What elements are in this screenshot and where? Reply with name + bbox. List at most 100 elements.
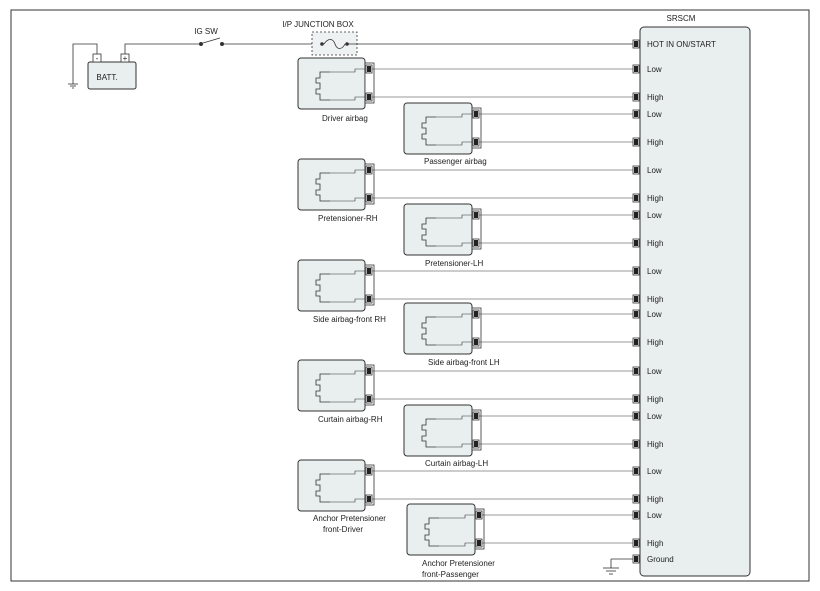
- srscm-pin-label-high: High: [647, 138, 663, 147]
- side-airbag-front-rh-caption: Side airbag-front RH: [313, 315, 386, 324]
- battery-plus-sign: +: [123, 54, 128, 63]
- curtain-airbag-lh-caption: Curtain airbag-LH: [425, 459, 488, 468]
- anchor-pretensioner-front-driver-caption: Anchor Pretensioner: [313, 514, 386, 523]
- curtain-airbag-rh-pin-low: [365, 366, 373, 376]
- side-airbag-front-rh-body: [297, 259, 366, 312]
- srscm-pin-pretensioner-lh-low: [632, 210, 640, 220]
- srscm-pin-anchor-pretensioner-front-driver-high: [632, 494, 640, 504]
- side-airbag-front-rh-pin-high: [365, 294, 373, 304]
- srscm-hot-label: HOT IN ON/START: [647, 40, 716, 49]
- pretensioner-rh-pin-high: [365, 193, 373, 203]
- battery-minus-sign: -: [96, 54, 99, 63]
- anchor-pretensioner-front-passenger-body: [406, 503, 476, 556]
- srscm-pin-side-airbag-front-rh-high: [632, 294, 640, 304]
- squib-icon: [315, 172, 330, 202]
- anchor-pretensioner-front-driver-caption: front-Driver: [323, 525, 363, 534]
- srscm-pin-label-low: Low: [647, 110, 662, 119]
- squib-icon: [421, 316, 436, 346]
- srscm-pin-label-low: Low: [647, 65, 662, 74]
- anchor-pretensioner-front-passenger-pin-low: [475, 510, 483, 520]
- srscm-pin-label-low: Low: [647, 412, 662, 421]
- battery-body: [87, 61, 137, 90]
- side-airbag-front-rh-pin-low: [365, 266, 373, 276]
- srscm-title: SRSCM: [667, 14, 696, 23]
- passenger-airbag-caption: Passenger airbag: [424, 157, 487, 166]
- curtain-airbag-lh-connector: [471, 409, 482, 451]
- side-airbag-front-lh-body: [403, 302, 473, 355]
- srscm-pin-ground: [632, 554, 640, 564]
- ignition-switch: IG SW: [194, 27, 224, 46]
- srscm-pin-driver-airbag-high: [632, 92, 640, 102]
- srscm-pin-label-high: High: [647, 338, 663, 347]
- battery-ground-wire: [72, 43, 98, 84]
- srscm-pin-passenger-airbag-high: [632, 137, 640, 147]
- srscm-body: [639, 26, 751, 577]
- driver-airbag-pin-high: [365, 92, 373, 102]
- anchor-pretensioner-front-driver-pin-high: [365, 494, 373, 504]
- side-airbag-front-lh-connector: [471, 307, 482, 349]
- battery-label: BATT.: [96, 73, 117, 82]
- anchor-pretensioner-front-passenger-pin-high: [475, 538, 483, 548]
- srscm-pin-anchor-pretensioner-front-passenger-low: [632, 510, 640, 520]
- squib-icon: [424, 517, 439, 547]
- srscm-pin-driver-airbag-low: [632, 64, 640, 74]
- fuse-icon: [323, 39, 346, 49]
- pretensioner-lh-pin-high: [472, 238, 480, 248]
- side-airbag-front-lh-caption: Side airbag-front LH: [428, 358, 500, 367]
- curtain-airbag-lh-pin-low: [472, 411, 480, 421]
- srscm-pin-label-high: High: [647, 93, 663, 102]
- srscm-pin-side-airbag-front-lh-high: [632, 337, 640, 347]
- pretensioner-lh-body: [403, 203, 473, 256]
- driver-airbag-connector: [364, 62, 375, 104]
- curtain-airbag-rh-caption: Curtain airbag-RH: [318, 415, 383, 424]
- curtain-airbag-rh-body: [297, 359, 366, 412]
- curtain-airbag-rh-pin-high: [365, 394, 373, 404]
- srscm-pin-label-low: Low: [647, 367, 662, 376]
- srscm-pin-curtain-airbag-lh-high: [632, 439, 640, 449]
- anchor-pretensioner-front-driver-connector: [364, 464, 375, 506]
- squib-icon: [421, 217, 436, 247]
- srscm-pin-label-low: Low: [647, 511, 662, 520]
- battery-ground-icon: [68, 83, 78, 89]
- passenger-airbag-pin-low: [472, 109, 480, 119]
- srscm-pin-label-low: Low: [647, 166, 662, 175]
- pretensioner-lh-pin-low: [472, 210, 480, 220]
- curtain-airbag-lh-body: [403, 404, 473, 457]
- squib-icon: [315, 71, 330, 101]
- srscm-pin-pretensioner-rh-high: [632, 193, 640, 203]
- pretensioner-lh-caption: Pretensioner-LH: [425, 259, 483, 268]
- srscm-pin-pretensioner-rh-low: [632, 165, 640, 175]
- srscm-pin-label-low: Low: [647, 267, 662, 276]
- srscm-pin-curtain-airbag-rh-low: [632, 366, 640, 376]
- pretensioner-lh-connector: [471, 208, 482, 250]
- squib-icon: [315, 373, 330, 403]
- srscm-pin-side-airbag-front-rh-low: [632, 266, 640, 276]
- passenger-airbag-body: [403, 102, 473, 155]
- srscm-pin-pretensioner-lh-high: [632, 238, 640, 248]
- driver-airbag-body: [297, 57, 366, 110]
- anchor-pretensioner-front-driver-pin-low: [365, 466, 373, 476]
- srscm-pin-label-high: High: [647, 440, 663, 449]
- srscm-pin-label-low: Low: [647, 310, 662, 319]
- pretensioner-rh-pin-low: [365, 165, 373, 175]
- side-airbag-front-lh-pin-high: [472, 337, 480, 347]
- switch-blade-icon: [202, 37, 221, 44]
- battery-power-wire: [124, 43, 201, 54]
- diagram-frame: [10, 9, 810, 582]
- curtain-airbag-rh-connector: [364, 364, 375, 406]
- srscm-ground-icon: [603, 567, 619, 575]
- srscm-pin-label-low: Low: [647, 211, 662, 220]
- ip-junction-box: I/P JUNCTION BOX: [282, 20, 358, 56]
- srscm-pin-anchor-pretensioner-front-driver-low: [632, 466, 640, 476]
- squib-icon: [421, 116, 436, 146]
